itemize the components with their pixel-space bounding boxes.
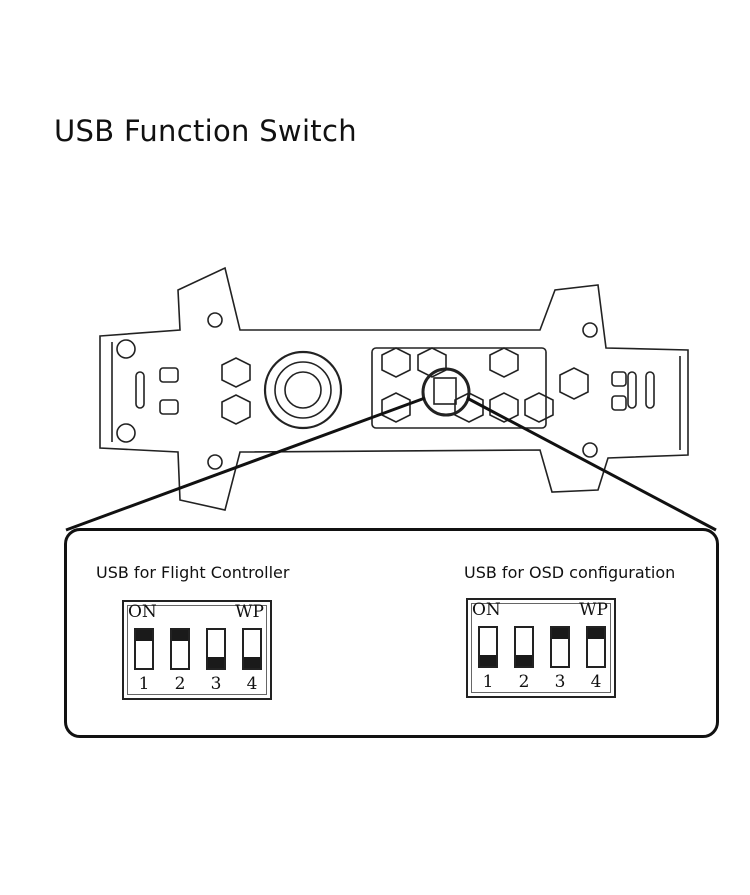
dip-switch-1: [134, 628, 154, 670]
page-title: USB Function Switch: [54, 114, 357, 148]
dip-on-label: ON: [472, 600, 501, 620]
dip-number-3: 3: [210, 674, 222, 694]
dip-number-4: 4: [246, 674, 258, 694]
dip-switch-3: [206, 628, 226, 670]
dip-wp-label: WP: [235, 602, 264, 622]
dip-switch-osd-configuration: ON WP 1 2 3 4: [466, 598, 616, 698]
dip-switch-4: [586, 626, 606, 668]
dip-on-label: ON: [128, 602, 157, 622]
dip-switch-3: [550, 626, 570, 668]
dip-switch-2: [170, 628, 190, 670]
dip-wp-label: WP: [579, 600, 608, 620]
config-label-flight-controller: USB for Flight Controller: [96, 563, 290, 582]
dip-number-1: 1: [138, 674, 150, 694]
dip-number-1: 1: [482, 672, 494, 692]
dip-switch-2: [514, 626, 534, 668]
dip-switch-4: [242, 628, 262, 670]
dip-number-2: 2: [174, 674, 186, 694]
dip-switch-1: [478, 626, 498, 668]
dip-switch-flight-controller: ON WP 1 2 3 4: [122, 600, 272, 700]
config-label-osd-configuration: USB for OSD configuration: [464, 563, 676, 582]
dip-number-2: 2: [518, 672, 530, 692]
dip-number-3: 3: [554, 672, 566, 692]
switch-settings-panel: [64, 528, 719, 738]
dip-number-4: 4: [590, 672, 602, 692]
